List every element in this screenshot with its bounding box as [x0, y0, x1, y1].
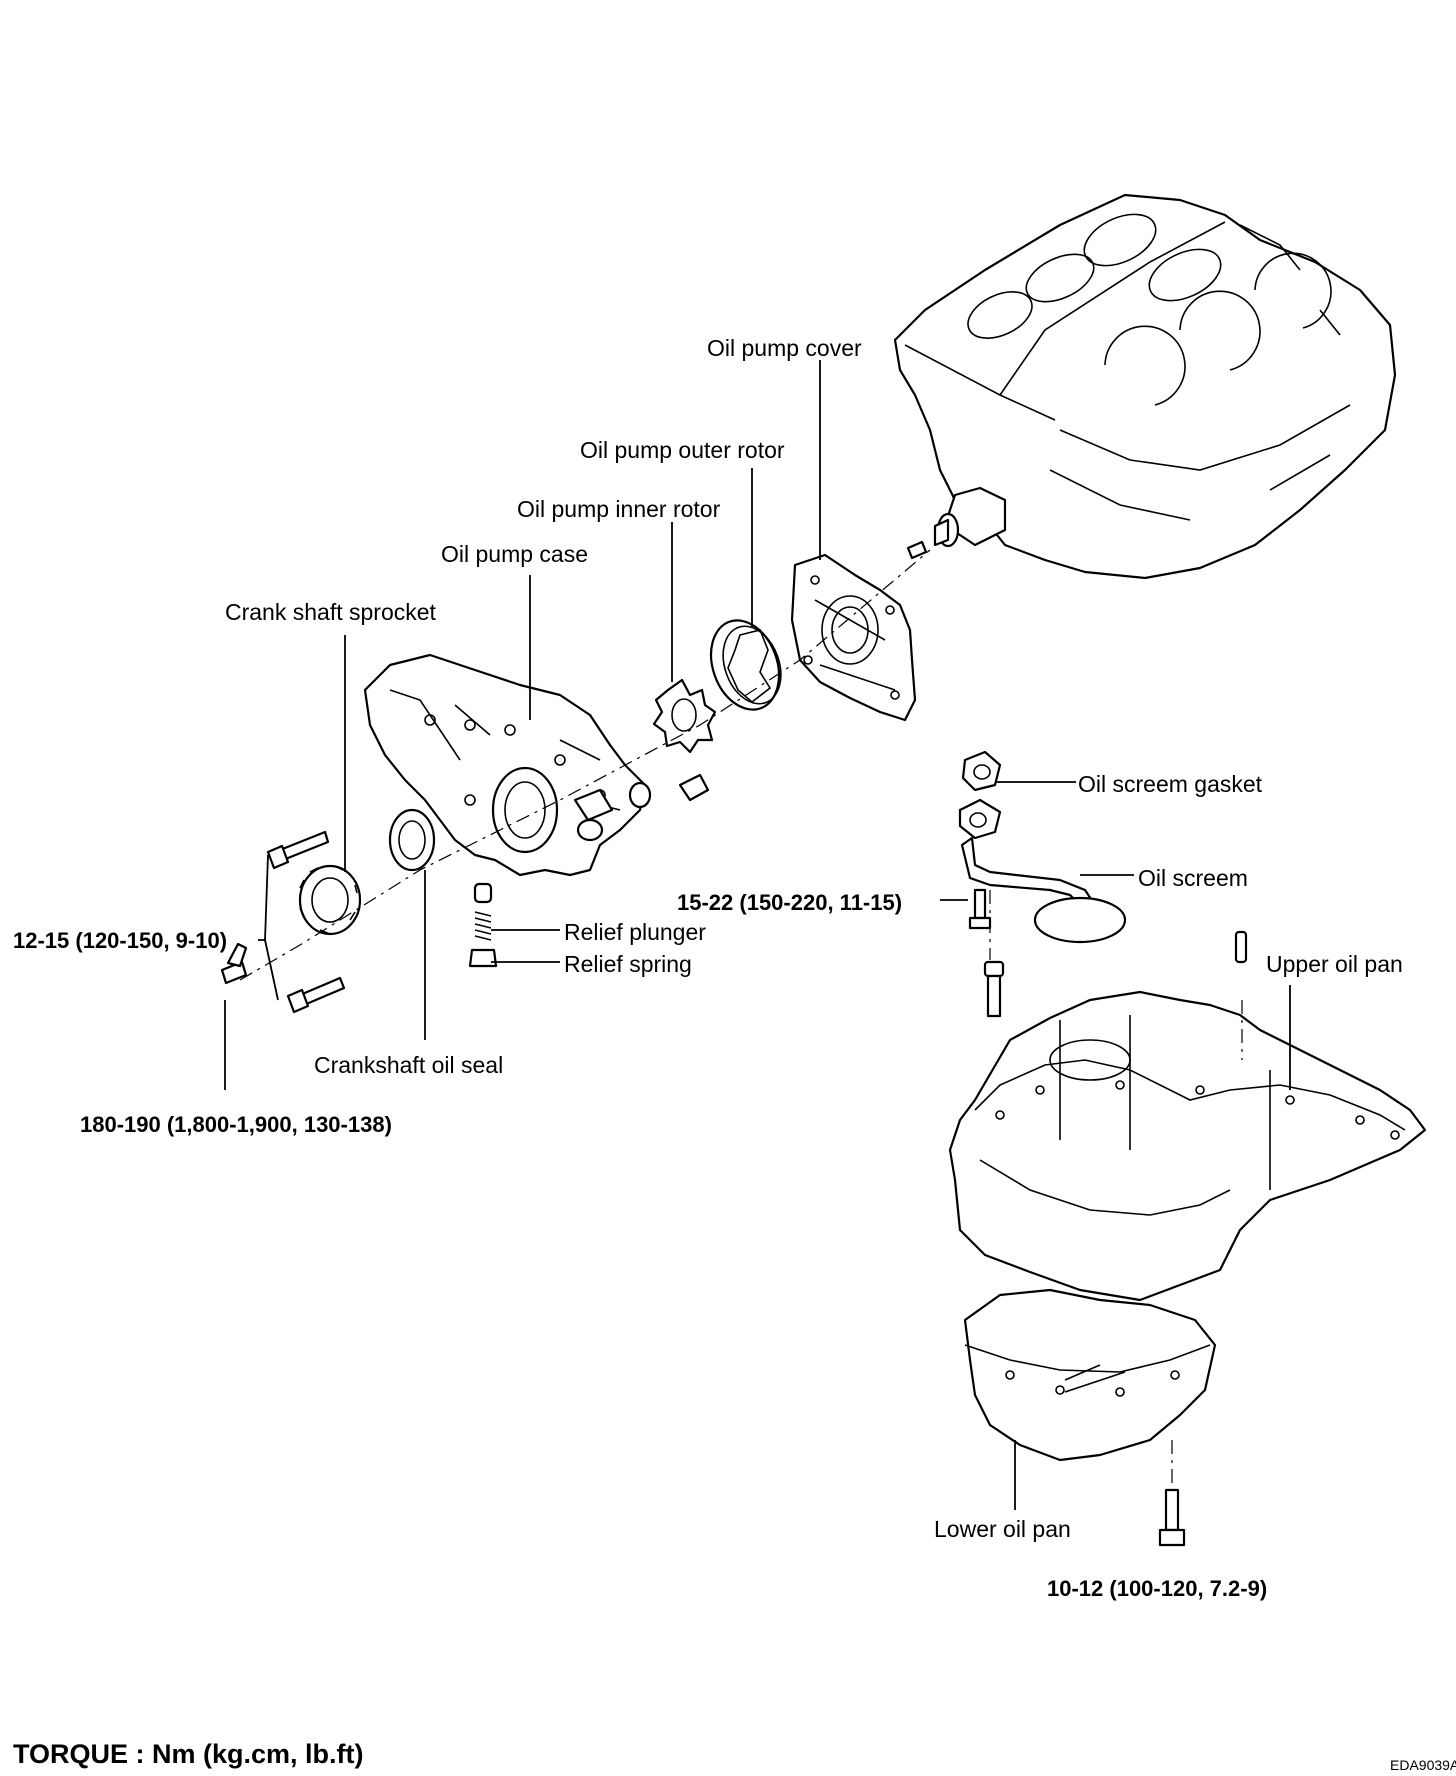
- label-oil-pump-inner-rotor: Oil pump inner rotor: [517, 496, 721, 522]
- torque-lower-pan-bolt: 10-12 (100-120, 7.2-9): [1047, 1576, 1267, 1601]
- label-relief-spring: Relief spring: [564, 951, 692, 977]
- screen-bolt: [968, 888, 992, 930]
- relief-spring-part: [468, 911, 498, 968]
- label-oil-screem-gasket: Oil screem gasket: [1078, 771, 1263, 797]
- torque-unit-note: TORQUE : Nm (kg.cm, lb.ft): [13, 1739, 364, 1769]
- oil-pump-inner-rotor-part: [652, 678, 717, 754]
- oil-pump-case-part: [363, 653, 652, 877]
- relief-plug-part: [678, 773, 710, 802]
- upper-oil-pan-part: [948, 990, 1427, 1302]
- relief-plunger-part: [473, 882, 493, 904]
- case-bolt-lower: [286, 976, 346, 1014]
- oil-screem-part: [958, 798, 1127, 944]
- case-bolt-upper: [266, 830, 330, 870]
- oil-screem-gasket-part: [961, 750, 1002, 792]
- label-crankshaft-oil-seal: Crankshaft oil seal: [314, 1052, 503, 1078]
- crank-shaft-sprocket-part: [298, 864, 362, 936]
- label-crank-shaft-sprocket: Crank shaft sprocket: [225, 599, 437, 625]
- label-upper-oil-pan: Upper oil pan: [1266, 951, 1403, 977]
- assembly-axis: [239, 549, 931, 981]
- leader-lines: [224, 360, 1291, 1510]
- upper-pan-dowel: [1234, 930, 1248, 964]
- torque-screen-bolt: 15-22 (150-220, 11-15): [677, 890, 902, 915]
- screen-axis: [989, 890, 1243, 1485]
- label-oil-pump-cover: Oil pump cover: [707, 335, 862, 361]
- crank-bolt: [220, 942, 248, 985]
- crankshaft-oil-seal-part: [388, 808, 436, 872]
- oil-pump-cover-part: [790, 553, 917, 722]
- oil-pump-outer-rotor-part: [709, 619, 782, 711]
- label-oil-pump-outer-rotor: Oil pump outer rotor: [580, 437, 785, 463]
- engine-block: [893, 193, 1397, 580]
- label-relief-plunger: Relief plunger: [564, 919, 706, 945]
- label-lower-oil-pan: Lower oil pan: [934, 1516, 1071, 1542]
- lower-pan-bolt: [1158, 1488, 1186, 1547]
- torque-crank-bolt: 180-190 (1,800-1,900, 130-138): [80, 1112, 392, 1137]
- upper-pan-stud: [983, 960, 1005, 1018]
- figure-code: EDA9039A: [1390, 1757, 1456, 1773]
- label-oil-pump-case: Oil pump case: [441, 541, 588, 567]
- lower-oil-pan-part: [963, 1288, 1217, 1462]
- torque-case-bolts: 12-15 (120-150, 9-10): [13, 928, 227, 953]
- label-oil-screem: Oil screem: [1138, 865, 1248, 891]
